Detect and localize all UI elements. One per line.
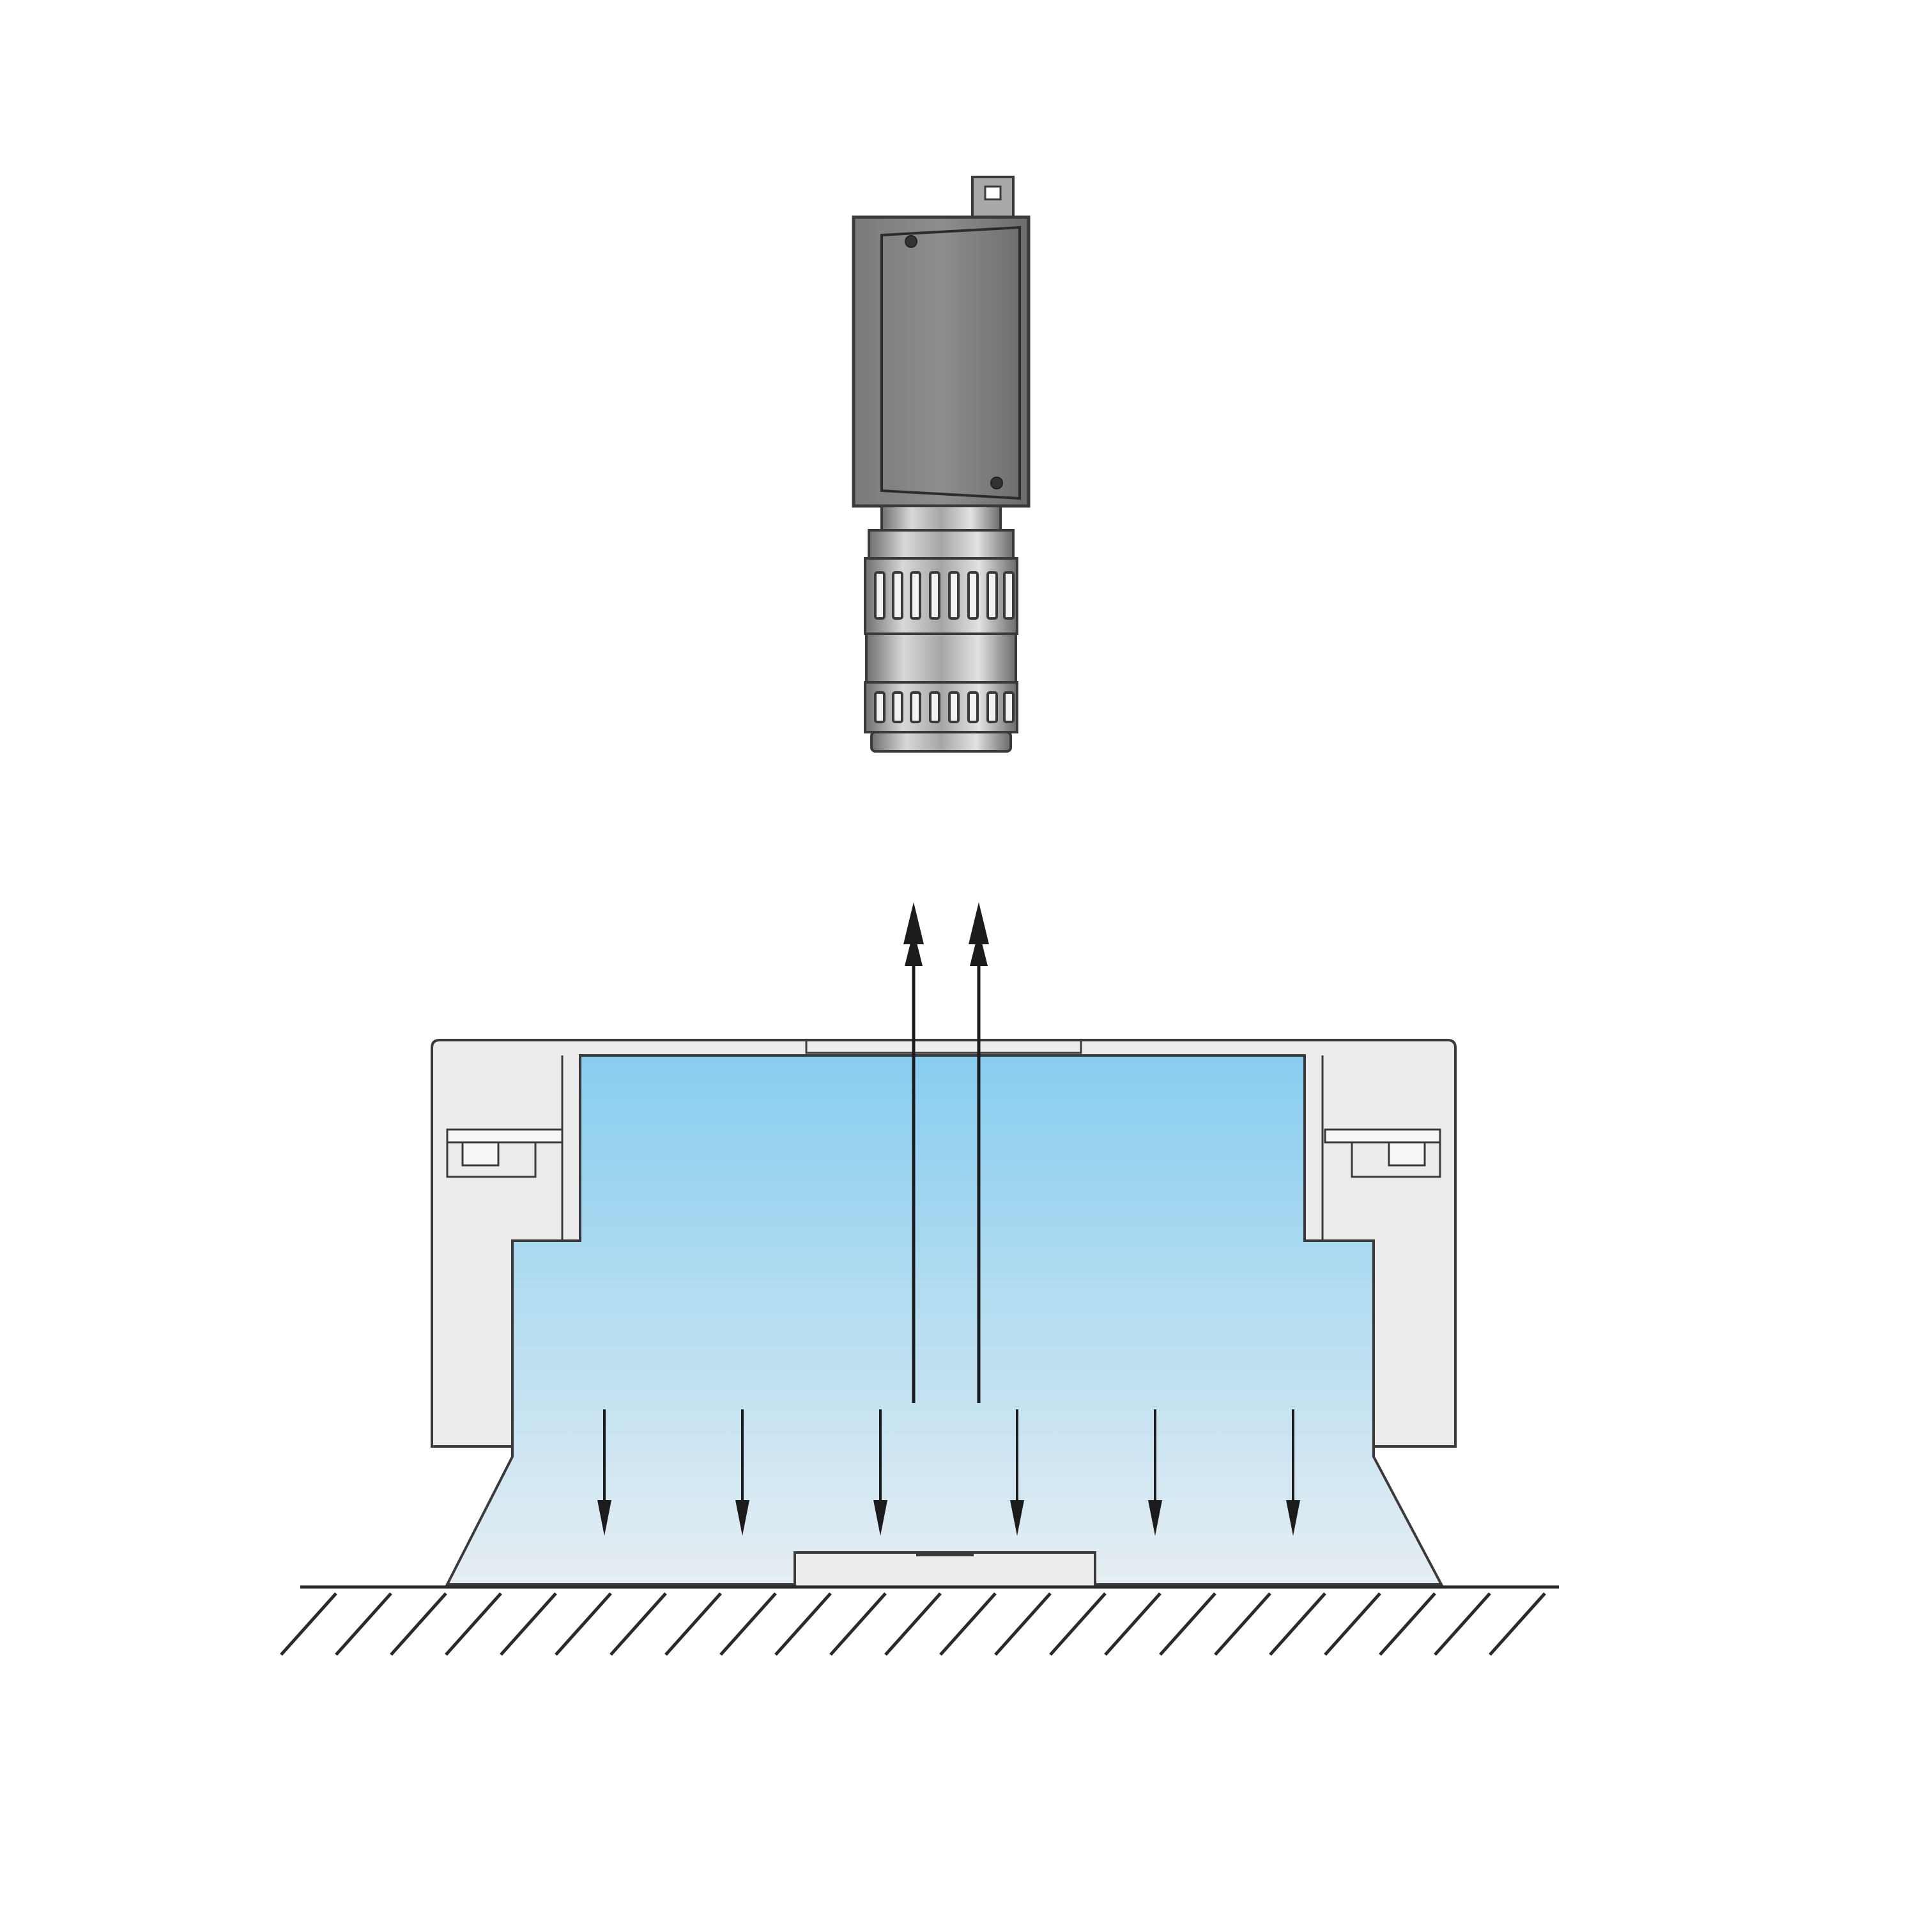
ground-hatch xyxy=(829,1592,887,1656)
camera-panel xyxy=(880,226,1021,500)
ground-hatch xyxy=(390,1592,447,1656)
reflected-ray-arrow xyxy=(969,902,989,1403)
ground-hatch xyxy=(1324,1592,1381,1656)
ground-hatch xyxy=(555,1592,612,1656)
incident-ray-arrow xyxy=(1010,1409,1024,1536)
lens-knurl xyxy=(892,691,903,723)
ground-hatch xyxy=(884,1592,942,1656)
ground-hatch xyxy=(774,1592,832,1656)
lens-knurl xyxy=(910,571,921,620)
lens-knurl xyxy=(910,691,921,723)
lens-knurl xyxy=(1003,571,1015,620)
camera-screw-icon xyxy=(990,477,1003,489)
lens-knurl xyxy=(967,571,979,620)
reflected-rays xyxy=(903,902,989,1403)
ground-surface xyxy=(280,1585,1559,1656)
ground-hatch xyxy=(280,1592,337,1656)
lens-knurl xyxy=(967,691,979,723)
ground-hatch xyxy=(500,1592,557,1656)
mount-bracket-right xyxy=(1324,1128,1441,1178)
ground-hatch xyxy=(1489,1592,1546,1656)
camera-body xyxy=(852,215,1031,508)
ground-hatch xyxy=(1214,1592,1271,1656)
lens-knurl xyxy=(929,691,940,723)
lens-knurl xyxy=(929,571,940,620)
lens-knurl xyxy=(948,691,960,723)
mount-bracket-left xyxy=(446,1128,564,1178)
ground-hatch xyxy=(939,1592,997,1656)
reflected-ray-arrow xyxy=(903,902,924,1403)
ground-hatch xyxy=(1434,1592,1491,1656)
light-interior xyxy=(445,1054,1444,1586)
lens-knurl xyxy=(892,571,903,620)
inspected-object xyxy=(793,1551,1096,1588)
incident-ray-arrow xyxy=(735,1409,749,1536)
ground-hatch xyxy=(335,1592,392,1656)
lens-knurl xyxy=(986,691,998,723)
lens-knurl xyxy=(948,571,960,620)
lens-knurl xyxy=(874,691,885,723)
ground-hatch xyxy=(664,1592,722,1656)
dome-light-icon xyxy=(431,1039,1457,1588)
ground-hatch xyxy=(1379,1592,1436,1656)
ground-hatch xyxy=(1104,1592,1162,1656)
incident-ray-arrow xyxy=(873,1409,887,1536)
ground-hatch xyxy=(994,1592,1052,1656)
incident-rays xyxy=(597,1409,1300,1536)
lens-knurl xyxy=(986,571,998,620)
ground-hatch xyxy=(719,1592,777,1656)
incident-ray-arrow xyxy=(1286,1409,1300,1536)
incident-ray-arrow xyxy=(597,1409,611,1536)
lens-knurl xyxy=(1003,691,1015,723)
ground-hatch xyxy=(1159,1592,1216,1656)
camera-icon xyxy=(852,176,1031,753)
lens-knurl xyxy=(874,571,885,620)
ground-hatch xyxy=(610,1592,667,1656)
lens-icon xyxy=(864,505,1018,753)
camera-screw-icon xyxy=(905,235,917,248)
ground-hatch xyxy=(1269,1592,1326,1656)
incident-ray-arrow xyxy=(1148,1409,1162,1536)
ground-hatch xyxy=(1049,1592,1107,1656)
ground-hatch xyxy=(445,1592,502,1656)
